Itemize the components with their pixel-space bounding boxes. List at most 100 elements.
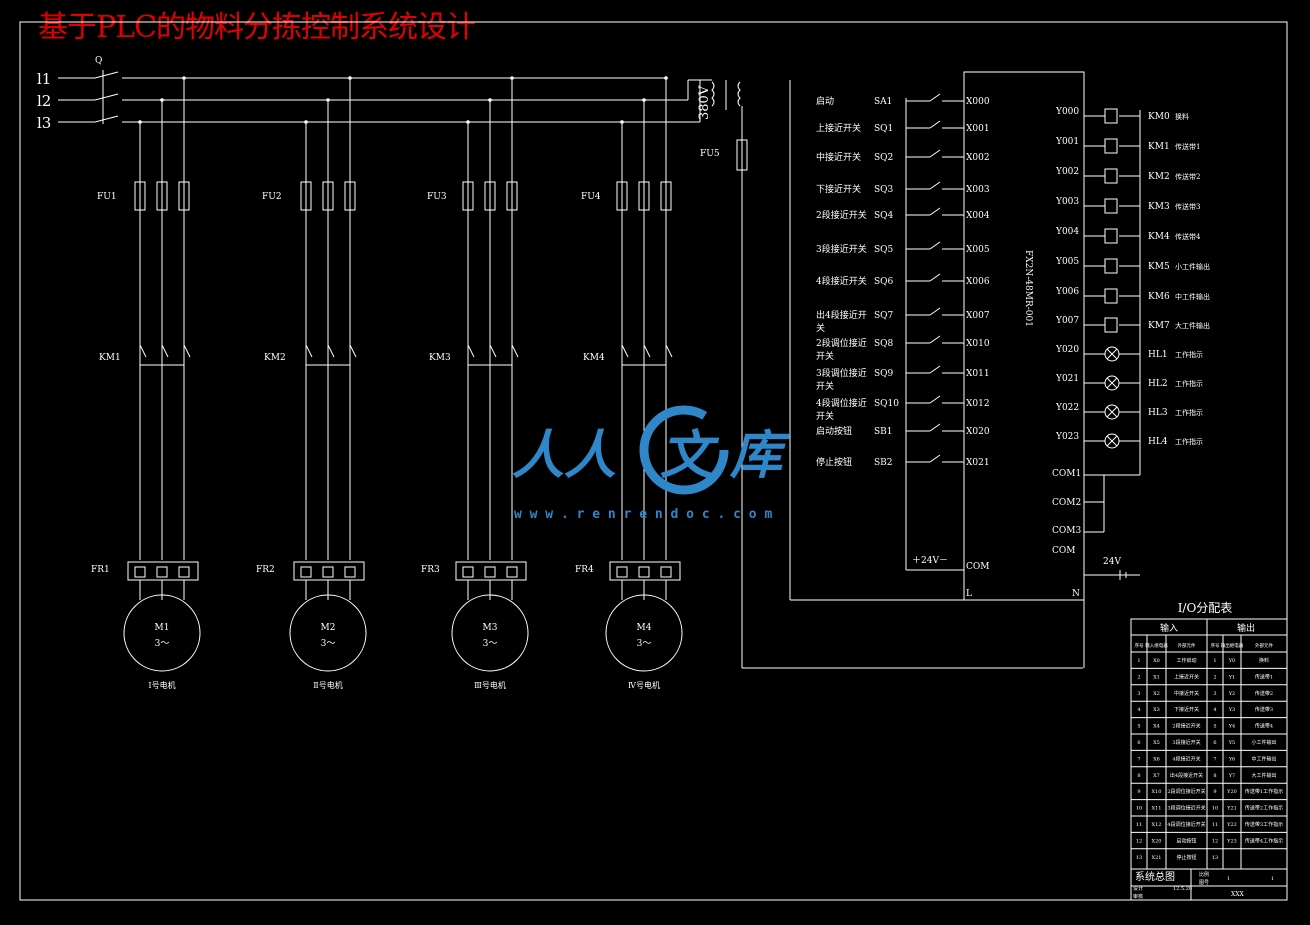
input-contact [929,273,941,282]
fuse-label: FU4 [581,192,601,202]
junction-dot [466,120,470,124]
io-footer-c: 1 [1227,876,1230,882]
input-desc-cont: 开关 [816,350,834,362]
com-label: COM3 [1052,526,1081,536]
io-cell: Y2 [1228,691,1235,697]
io-cell: 9 [1137,789,1140,795]
fr-label: FR4 [575,565,594,575]
io-cell: 13 [1212,855,1218,861]
lamp-cross [1106,435,1118,447]
output-addr: Y002 [1055,167,1079,177]
junction-dot [664,76,668,80]
io-cell: 停止按钮 [1176,854,1196,861]
output-tag: KM5 [1148,262,1170,272]
output-addr: Y005 [1055,257,1079,267]
input-tag: SQ1 [874,124,893,134]
output-tag: KM2 [1148,172,1170,182]
io-cell: X7 [1153,773,1160,779]
io-cell: 3 [1213,691,1216,697]
io-cell: Y3 [1228,707,1235,713]
fuse-label: FU3 [427,192,447,202]
output-tag: HL4 [1148,437,1168,447]
input-contact [929,307,941,316]
output-desc: 传送带3 [1175,202,1200,211]
output-desc: 小工件输出 [1175,262,1210,271]
io-cell: 3段接近开关 [1172,739,1200,746]
io-cell: 4 [1213,707,1216,713]
io-cell: 中接近开关 [1174,690,1199,697]
bus-label-2: l2 [37,92,51,110]
output-tag: KM6 [1148,292,1170,302]
lamp-cross [1106,348,1118,360]
io-cell: 6 [1213,740,1216,746]
fuse [660,181,672,211]
plc-l-label: L [966,589,972,599]
km-label: KM3 [429,353,451,363]
io-cell: X10 [1152,789,1162,795]
km-label: KM4 [583,353,605,363]
contactor-contact [489,344,497,358]
watermark-right: 库 [729,426,791,486]
io-cell: 传送带4工作指示 [1245,837,1283,844]
output-addr: Y023 [1055,432,1079,442]
input-addr: X002 [966,153,990,163]
motor-label: M4 [637,623,652,633]
io-cell: Y7 [1228,773,1235,779]
km-label: KM1 [99,353,121,363]
input-tag: SQ9 [874,369,894,379]
io-cell: Y20 [1226,789,1237,795]
fu5-label: FU5 [700,149,720,159]
thermal-element [322,566,334,578]
motor-label: M2 [321,623,336,633]
watermark-circle-text: 文 [660,426,720,486]
io-cell: Y21 [1226,806,1237,812]
com-label: COM [1052,546,1075,556]
relay-coil [1104,138,1118,154]
contactor-contact [511,344,519,358]
io-cell: 2 [1137,674,1140,680]
contactor-contact [161,344,169,358]
io-col-header: 序号 [1211,642,1220,649]
io-col-header: 输入继电器 [1145,642,1168,649]
switch-q-label: Q [95,56,102,66]
drawing-title: 基于PLC的物料分拣控制系统设计 [38,10,476,45]
drawing-frame [19,21,1288,901]
input-desc: 中接近开关 [816,151,861,163]
switch-blade [94,71,119,79]
io-cell: 工作启动 [1176,657,1196,664]
io-cell: X12 [1152,822,1162,828]
transformer-voltage: 380V [697,85,712,120]
junction-dot [488,98,492,102]
io-cell: Y4 [1228,724,1235,730]
contactor-contact [349,344,357,358]
thermal-element [638,566,650,578]
input-contact [929,207,941,216]
io-cell: 9 [1213,789,1216,795]
output-desc: 工作指示 [1175,408,1203,417]
output-addr: Y020 [1055,345,1079,355]
junction-dot [348,76,352,80]
output-desc: 换料 [1175,112,1189,121]
input-addr: X001 [966,124,990,134]
io-cell: 4段调位接近开关 [1167,821,1205,828]
motor-phase: 3～ [483,639,498,649]
input-addr: X012 [966,399,990,409]
io-footer-h: XXX [1231,891,1245,898]
io-cell: 4段接近开关 [1172,755,1200,762]
input-tag: SQ5 [874,245,894,255]
io-cell: 传送带2工作指示 [1245,805,1283,812]
output-desc: 传送带2 [1175,172,1200,181]
thermal-element [178,566,190,578]
io-cell: 下接近开关 [1174,706,1199,713]
fuse [134,181,146,211]
io-cell: 5 [1137,724,1140,730]
io-col-header: 外部元件 [1255,642,1273,649]
bus-label-1: l1 [37,70,51,88]
fr-label: FR2 [256,565,275,575]
thermal-element [344,566,356,578]
relay-coil [1104,108,1118,124]
com-label: COM1 [1052,469,1081,479]
input-tag: SB2 [874,458,893,468]
io-cell: 换料 [1259,657,1269,664]
